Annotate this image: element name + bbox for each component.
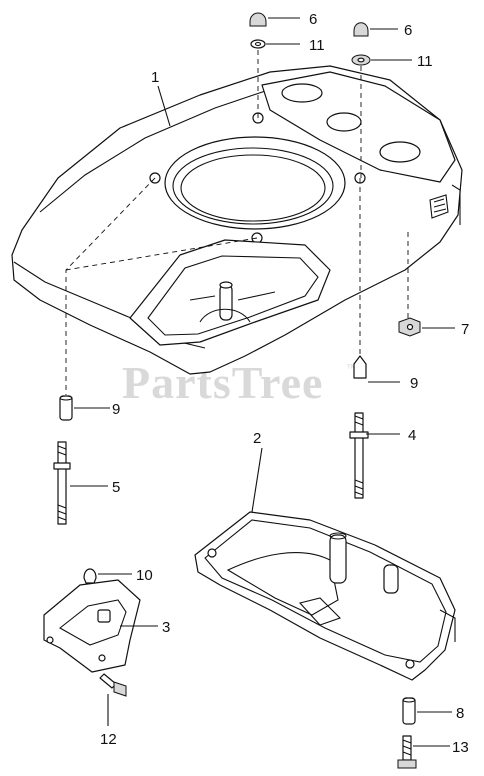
callout-3: 3 (162, 619, 170, 636)
part-10-clip (83, 568, 97, 584)
callout-11b: 11 (417, 53, 433, 70)
part-11b-washer (351, 54, 371, 66)
callout-13: 13 (452, 739, 469, 756)
leader-lines (70, 17, 455, 747)
callout-9b: 9 (410, 375, 418, 392)
part-9a-pin (59, 395, 73, 421)
callout-8: 8 (456, 705, 464, 722)
callout-5: 5 (112, 479, 120, 496)
callout-6b: 6 (404, 22, 412, 39)
part-4-stud (349, 412, 369, 499)
callout-9a: 9 (112, 401, 120, 418)
callout-12: 12 (100, 731, 117, 748)
part-2-base-pan (194, 511, 456, 681)
callout-11a: 11 (309, 37, 325, 54)
watermark: PartsTree ™ (122, 357, 357, 408)
callout-2: 2 (253, 430, 261, 447)
part-3-bracket (43, 579, 141, 673)
callout-labels: 6 6 11 11 1 7 9 9 4 2 5 10 3 12 8 13 (100, 11, 469, 756)
part-1-blower-housing (11, 65, 463, 375)
part-6a-cap (249, 12, 267, 27)
part-5-stud (53, 441, 71, 525)
part-11a-washer (250, 39, 266, 49)
watermark-trademark: ™ (346, 363, 357, 375)
part-7-nut (398, 317, 421, 337)
callout-4: 4 (408, 427, 416, 444)
callout-7: 7 (461, 321, 469, 338)
callout-6a: 6 (309, 11, 317, 28)
part-8-pin (402, 697, 416, 725)
part-12-screw (99, 673, 127, 697)
part-13-bolt (397, 735, 417, 769)
part-6b-cap (353, 22, 369, 37)
callout-10: 10 (136, 567, 153, 584)
assembly-lines (65, 50, 409, 395)
part-9b-pin (353, 355, 367, 379)
callout-1: 1 (151, 69, 159, 86)
